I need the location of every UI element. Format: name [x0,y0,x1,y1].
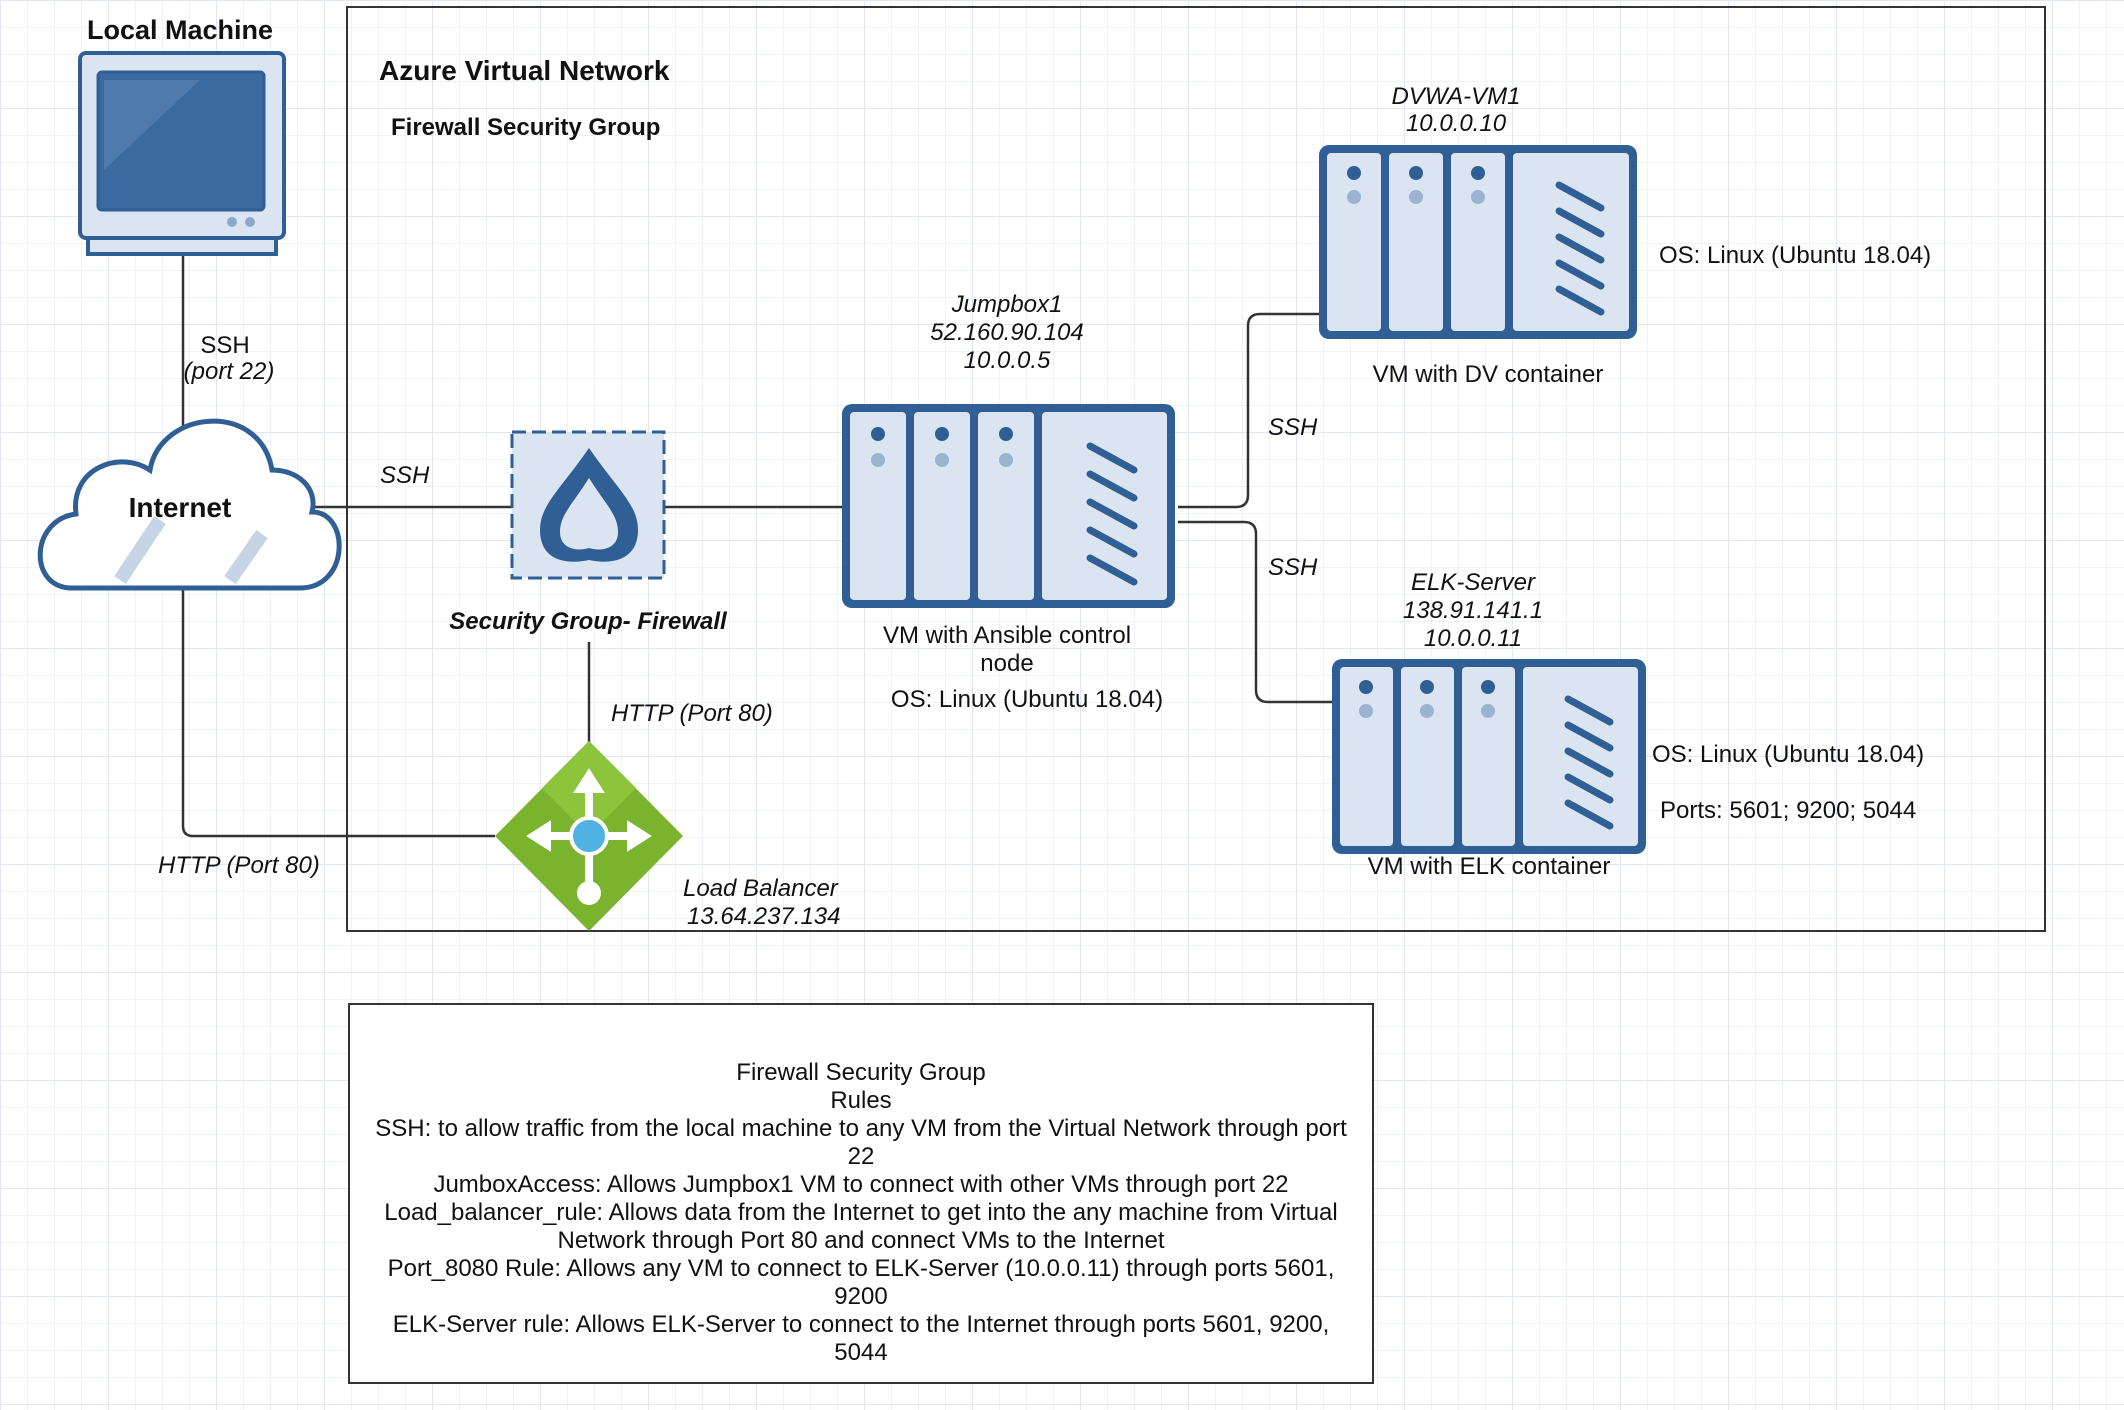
firewall-rules-box: Firewall Security Group Rules SSH: to al… [348,1003,1374,1384]
dvwa-name: DVWA-VM1 [1391,83,1521,110]
elk-server-icon [1332,659,1646,854]
ssh-port22-label: SSH [200,332,250,359]
internet-lb-http-label: HTTP (Port 80) [158,852,320,879]
rule-ssh: SSH: to allow traffic from the local mac… [375,1115,1347,1170]
load-balancer-icon [495,741,683,931]
jumpbox-elk-ssh-label: SSH [1268,554,1318,581]
local-machine-title: Local Machine [86,15,274,45]
firewall-lb-http-label: HTTP (Port 80) [611,700,773,727]
monitor-icon [78,51,286,256]
vnet-title: Azure Virtual Network [379,55,670,86]
link-internet-to-lb [181,590,495,838]
jumpbox-dvwa-ssh-label: SSH [1268,414,1318,441]
load-balancer-name: Load Balancer [683,875,838,902]
jumpbox-server-icon [842,404,1175,608]
dvwa-desc: VM with DV container [1372,361,1604,388]
jumpbox-private-ip: 10.0.0.5 [963,347,1051,374]
load-balancer-ip: 13.64.237.134 [687,903,841,930]
firewall-rules-text: Firewall Security Group Rules SSH: to al… [350,1059,1372,1367]
ssh-port22-sublabel: (port 22) [183,358,275,385]
rules-subtitle: Rules [830,1087,892,1114]
firewall-icon [510,430,666,580]
jumpbox-name: Jumpbox1 [951,291,1063,318]
elk-os: OS: Linux (Ubuntu 18.04) [1652,741,1925,768]
vnet-subtitle: Firewall Security Group [391,114,661,141]
internet-label: Internet [128,492,232,523]
elk-public-ip: 138.91.141.1 [1402,597,1544,624]
rules-title: Firewall Security Group [736,1059,986,1086]
jumpbox-public-ip: 52.160.90.104 [930,319,1084,346]
elk-desc: VM with ELK container [1367,853,1611,880]
dvwa-ip: 10.0.0.10 [1405,110,1507,137]
internet-firewall-ssh-label: SSH [380,462,430,489]
dvwa-os: OS: Linux (Ubuntu 18.04) [1659,242,1932,269]
link-jumpbox-to-elk [1178,520,1334,704]
elk-name: ELK-Server [1410,569,1536,596]
vnet-boundary [346,6,2046,932]
rule-jumpbox-access: JumboxAccess: Allows Jumpbox1 VM to conn… [433,1171,1289,1198]
cloud-icon [37,418,342,591]
elk-private-ip: 10.0.0.11 [1423,625,1523,652]
rule-elk-server: ELK-Server rule: Allows ELK-Server to co… [392,1311,1330,1366]
elk-ports: Ports: 5601; 9200; 5044 [1660,797,1917,824]
link-jumpbox-to-dvwa [1178,312,1323,509]
dvwa-server-icon [1319,145,1637,339]
rule-load-balancer: Load_balancer_rule: Allows data from the… [384,1199,1338,1254]
firewall-label: Security Group- Firewall [449,608,727,635]
rule-port-8080: Port_8080 Rule: Allows any VM to connect… [387,1255,1335,1310]
jumpbox-os: OS: Linux (Ubuntu 18.04) [890,686,1164,713]
jumpbox-desc: VM with Ansible control [882,622,1132,649]
jumpbox-desc-line2: node [980,650,1034,677]
